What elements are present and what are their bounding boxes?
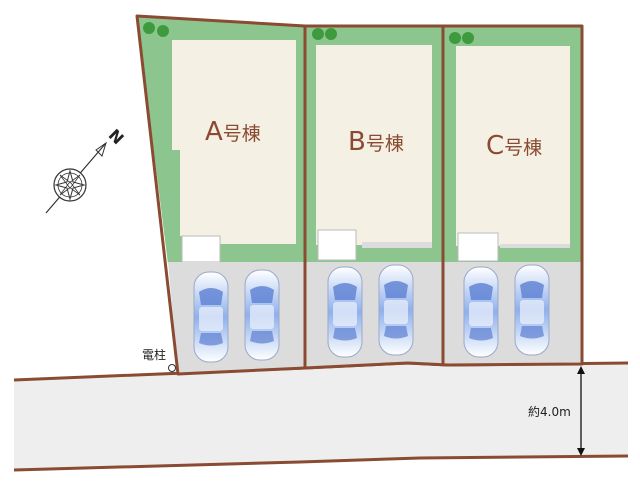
utility-pole-label: 電柱: [142, 347, 166, 362]
car-icon: [463, 266, 499, 358]
lot-a-label: A号棟: [205, 117, 261, 147]
compass-icon: [45, 141, 107, 214]
lot-c-building: [456, 46, 570, 246]
tree-icon: [312, 28, 337, 40]
lot-b-building: [316, 45, 432, 245]
road: [14, 363, 628, 470]
lot-c-label: C号棟: [486, 131, 542, 161]
road-edge-south: [13, 454, 629, 472]
car-icon: [193, 271, 229, 363]
lot-c-entrance: [457, 232, 499, 262]
lot-b-entrance: [317, 229, 357, 261]
tree-icon: [449, 32, 474, 44]
road-width-label: 約4.0m: [528, 404, 571, 419]
lot-a-parking: [168, 262, 305, 374]
site-boundary: [135, 14, 584, 376]
car-icon: [514, 264, 550, 356]
tree-icon: [143, 22, 169, 37]
lot-b-parking: [305, 262, 443, 368]
utility-pole-icon: [168, 364, 176, 372]
car-icon: [327, 266, 363, 358]
road-width-dimension: [577, 366, 585, 456]
car-icon: [378, 264, 414, 356]
north-label: N: [105, 125, 128, 148]
lot-a-building: [172, 40, 296, 244]
lot-a-entrance: [181, 235, 221, 263]
car-icon: [244, 269, 280, 361]
lot-b-label: B号棟: [348, 127, 404, 157]
